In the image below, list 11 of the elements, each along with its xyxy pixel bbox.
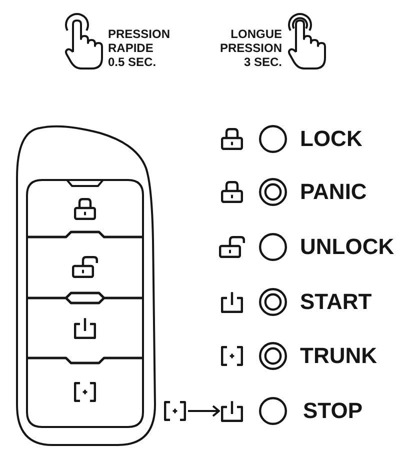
- function-label: STOP: [303, 398, 363, 424]
- function-label: TRUNK: [300, 343, 377, 369]
- legend-text: PRESSION RAPIDE 0.5 SEC.: [108, 27, 172, 69]
- function-label: UNLOCK: [300, 234, 394, 260]
- function-label: LOCK: [300, 126, 362, 152]
- legend-text: LONGUE PRESSION 3 SEC.: [218, 27, 282, 69]
- function-label: START: [300, 289, 372, 315]
- power-icon: [221, 400, 243, 422]
- function-label: PANIC: [300, 179, 367, 205]
- bracket-plus-icon: [164, 401, 186, 421]
- arrow: [188, 405, 220, 417]
